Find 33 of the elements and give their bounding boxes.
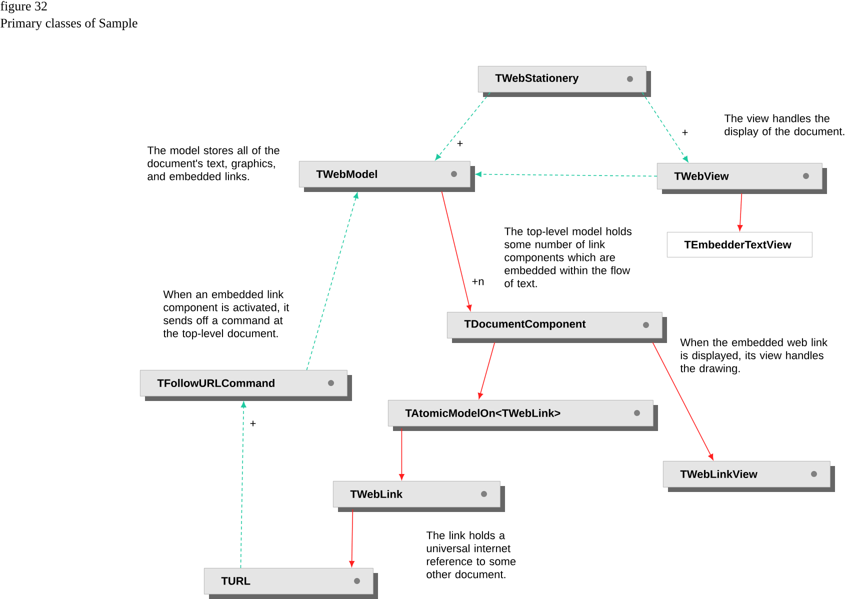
class-box: TFollowURLCommand <box>140 370 352 401</box>
note-text: When the embedded web link is displayed, its view handles the drawing. <box>680 338 828 374</box>
note-text: The view handles the display of the document. <box>724 114 844 138</box>
arrow <box>475 172 658 177</box>
edge-label: + <box>680 128 690 138</box>
class-box: TDocumentComponent <box>447 312 667 343</box>
class-box: TWebLinkView <box>663 460 835 492</box>
note-text: The top-level model holds some number of link components which are embedded within the flow of text. <box>504 227 632 288</box>
class-box: TAtomicModelOn<TWebLink> <box>388 400 658 431</box>
figure-caption: Primary classes of Sample <box>0 18 138 30</box>
class-box: TEmbedderTextView <box>667 232 812 258</box>
arrow <box>435 92 491 160</box>
class-box: TWebLink <box>333 480 505 512</box>
arrow <box>349 508 354 567</box>
note-text: When an embedded link component is activated, it sends off a command at the top-level document. <box>163 290 290 340</box>
arrow <box>306 192 358 370</box>
class-box: TWebView <box>657 163 827 194</box>
note-text: The model stores all of the document's text, graphics, and embedded links. <box>147 146 280 180</box>
class-box: TURL <box>204 568 378 599</box>
arrow <box>642 92 688 162</box>
figure-title: figure 32 <box>0 1 47 14</box>
note-text: The link holds a universal internet reference to some other document. <box>426 531 516 578</box>
class-box: TWebModel <box>299 161 475 192</box>
arrow <box>737 192 743 231</box>
arrow <box>240 401 246 568</box>
arrow <box>478 342 496 399</box>
edge-label: + <box>248 420 258 428</box>
arrow <box>399 428 404 480</box>
edge-label: + <box>456 140 464 148</box>
class-box: TWebStationery <box>478 66 651 97</box>
arrow <box>652 342 714 460</box>
edge-label: +n <box>470 278 486 286</box>
arrow <box>441 190 472 311</box>
